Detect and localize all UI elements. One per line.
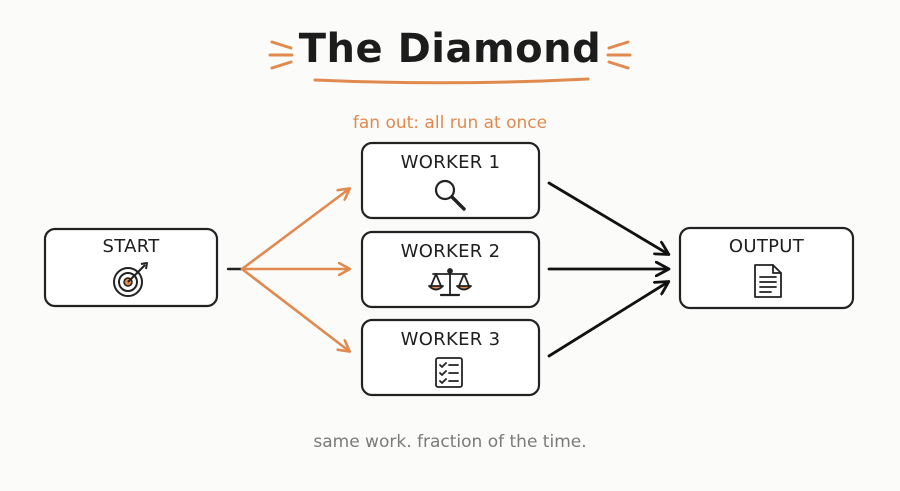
fanout-arrow-worker-3 xyxy=(240,267,349,351)
fanin-arrow-worker-1 xyxy=(547,181,668,254)
title-right-sparks-icon xyxy=(606,40,632,70)
start-label: START xyxy=(102,236,160,257)
fanout-arrow-worker-1 xyxy=(240,189,349,271)
target-icon xyxy=(113,262,148,297)
worker-2-label: WORKER 2 xyxy=(400,241,501,262)
document-icon xyxy=(754,264,782,298)
worker-1-node-box xyxy=(360,141,541,220)
footer-caption: same work. fraction of the time. xyxy=(313,432,587,452)
title-left-sparks-icon xyxy=(268,40,294,70)
page-title: The Diamond xyxy=(298,26,602,72)
fanin-arrow-worker-3 xyxy=(547,282,668,358)
magnifier-icon xyxy=(434,179,466,211)
worker-3-label: WORKER 3 xyxy=(400,329,501,350)
scales-icon xyxy=(428,268,472,297)
title-underline xyxy=(313,77,590,85)
worker-1-label: WORKER 1 xyxy=(400,152,501,173)
output-label: OUTPUT xyxy=(728,236,805,257)
output-node-box xyxy=(678,226,855,310)
checklist-icon xyxy=(435,357,463,388)
fanout-annotation: fan out: all run at once xyxy=(352,113,548,133)
